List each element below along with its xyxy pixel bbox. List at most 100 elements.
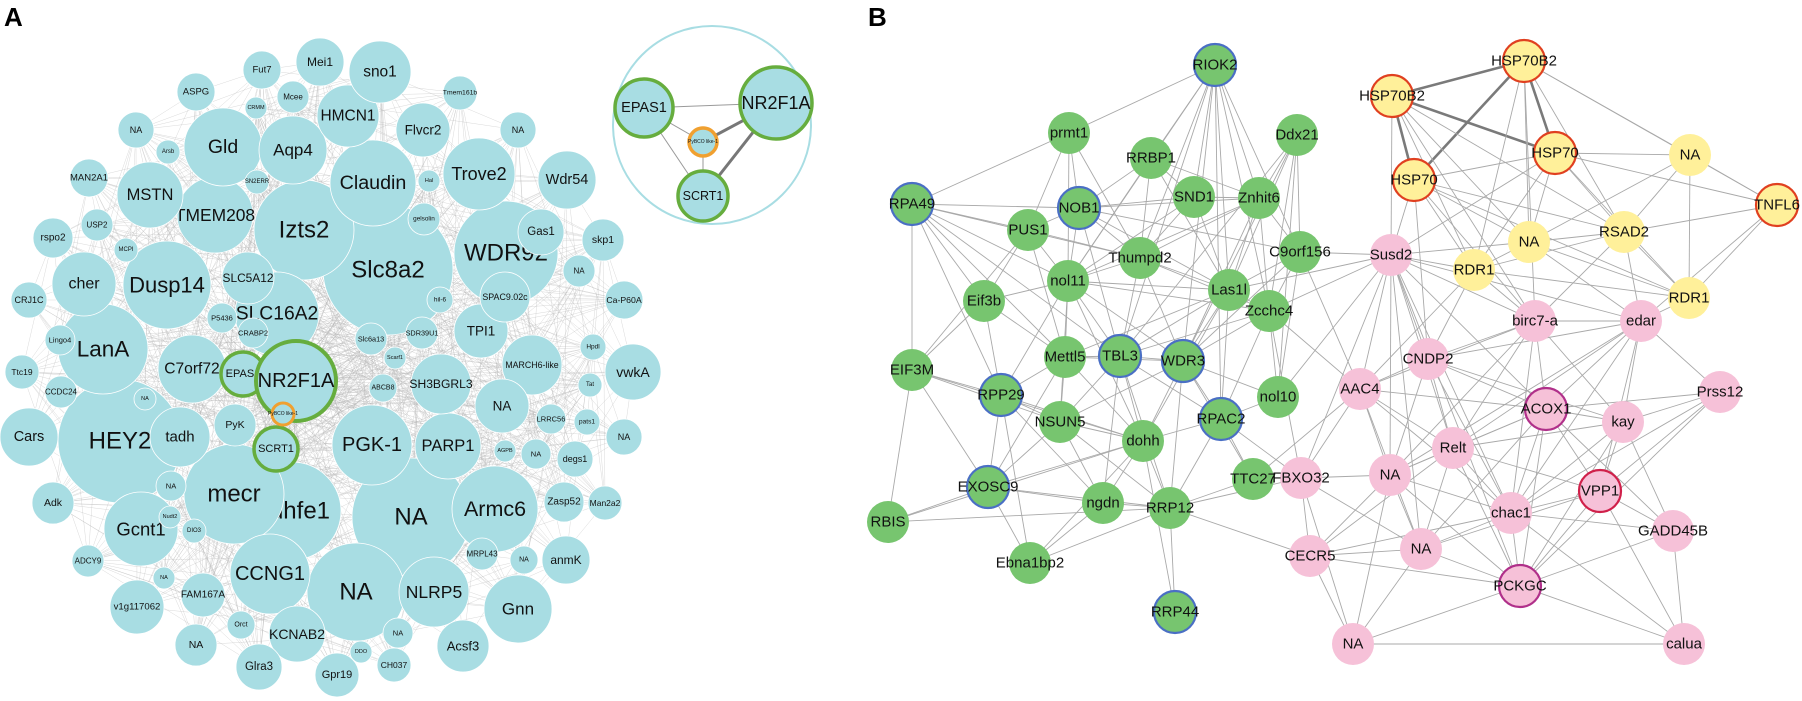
inset-node-circle — [613, 77, 675, 139]
panel-a-node-circle — [122, 240, 212, 330]
panel-b-node-label: AAC4 — [1340, 381, 1379, 398]
panel-b-node-label: TNFL6 — [1754, 197, 1800, 214]
panel-b-node: Ebna1bp2 — [996, 542, 1064, 584]
panel-a-node-label: Slc8a2 — [351, 257, 424, 284]
panel-a-node-label: USP2 — [87, 221, 108, 230]
panel-b-node-circle — [891, 349, 933, 391]
panel-b-edge — [1390, 254, 1536, 322]
panel-a-node: DIO3 — [181, 518, 207, 544]
panel-a-node-circle — [442, 137, 516, 211]
panel-a-node-circle — [314, 652, 360, 698]
panel-a-node-label: Man2a2 — [590, 498, 621, 508]
panel-b-edge — [1309, 447, 1454, 557]
panel-b-node: Relt — [1432, 427, 1474, 469]
panel-b-node-label: SND1 — [1174, 189, 1214, 206]
panel-b-node-label: ACOX1 — [1521, 401, 1572, 418]
panel-b-edge — [1067, 196, 1195, 282]
panel-a-node-circle — [152, 566, 176, 590]
panel-b-edge — [1119, 310, 1270, 357]
panel-b-edge — [1534, 320, 1624, 423]
panel-a-node-label: ASPG — [183, 87, 209, 98]
panel-b-edge — [1599, 391, 1721, 492]
panel-b-node-circle — [1248, 290, 1290, 332]
panel-a-node-label: NA — [189, 639, 204, 651]
panel-b-node-circle — [1391, 157, 1437, 203]
panel-a-node: Aqp4 — [258, 115, 328, 185]
panel-a-node-label: NA — [512, 125, 525, 135]
panel-b-node-label: NA — [1343, 636, 1364, 653]
panel-b-node: RPP29 — [977, 372, 1025, 418]
panel-b-node-label: Thumpd2 — [1108, 250, 1171, 267]
panel-a-node-label: ADCY9 — [75, 557, 102, 566]
panel-a-node: Orct — [226, 610, 256, 640]
panel-a-node-label: Glra3 — [245, 661, 273, 673]
panel-a-node-label: HEY2 — [89, 428, 152, 455]
panel-b-node-label: HSP70B2 — [1491, 53, 1557, 70]
panel-a-node: ADCY9 — [71, 544, 105, 578]
panel-b-edge — [1300, 254, 1392, 479]
panel-b-node-label: WDR3 — [1161, 353, 1205, 370]
panel-a-node-circle — [577, 372, 603, 398]
panel-b-edge — [1000, 394, 1104, 504]
panel-a-node-label: Gcnt1 — [116, 519, 165, 540]
panel-a-node-circle — [483, 574, 553, 644]
panel-a-node-circle — [604, 280, 644, 320]
panel-a-node: USP2 — [80, 208, 114, 242]
panel-b-edge — [911, 132, 1070, 205]
panel-a-node-label: NA — [394, 504, 427, 531]
panel-a-node: AGPB — [493, 439, 517, 463]
panel-a-node-circle — [221, 251, 275, 305]
panel-b-node-circle — [1577, 468, 1623, 514]
panel-a-node-label: C7orf72 — [164, 361, 219, 378]
panel-b-node-label: RIOK2 — [1192, 57, 1237, 74]
panel-b-node-circle — [1514, 300, 1556, 342]
panel-a-node: pats1 — [573, 408, 601, 436]
panel-b-node: HSP70 — [1390, 157, 1438, 203]
panel-b-node-circle — [1009, 542, 1051, 584]
panel-b-node: RRP12 — [1146, 487, 1194, 529]
panel-a-node-label: Dusp14 — [129, 273, 205, 298]
panel-a-node: ABCB8 — [368, 373, 398, 403]
panel-a-node-label: Claudin — [340, 172, 407, 194]
panel-a-node: rspo2 — [32, 217, 74, 259]
panel-b-edge — [887, 369, 913, 523]
panel-a-node-label: Arsb — [162, 149, 175, 155]
panel-b-edge — [1545, 391, 1721, 410]
panel-b-node-label: VPP1 — [1581, 483, 1619, 500]
panel-b-node-circle — [1663, 623, 1705, 665]
panel-a-node-label: PyK — [225, 419, 244, 431]
panel-b-node-label: CNDP2 — [1403, 351, 1454, 368]
panel-a-node-circle — [517, 208, 565, 256]
panel-a-node-circle — [436, 619, 490, 673]
panel-a-node-label: SN2ERR — [245, 179, 270, 185]
panel-a-node: Gas1 — [517, 208, 565, 256]
panel-b-edge — [1214, 64, 1301, 253]
panel-a-node-circle — [0, 407, 59, 467]
panel-b-edge — [1510, 320, 1536, 514]
panel-b-edge — [1510, 512, 1685, 645]
panel-a-node: tadh — [149, 406, 211, 468]
panel-a-node-label: Ttc19 — [11, 367, 33, 377]
panel-a-node-circle — [180, 572, 226, 618]
panel-a-node: Trove2 — [442, 137, 516, 211]
panel-b-node-circle — [1497, 563, 1543, 609]
panel-a-node-label: Slc6a13 — [358, 335, 384, 344]
panel-a-node: Slc8a2 — [322, 204, 454, 336]
panel-a-node-label: SH3BGRL3 — [409, 377, 472, 391]
panel-a-node-label: Nudt2 — [163, 514, 178, 520]
panel-a-node: NA — [499, 111, 537, 149]
panel-b-node-label: EIF3M — [890, 362, 934, 379]
panel-b-edge — [1027, 229, 1066, 358]
panel-a-node-label: NLRP5 — [406, 582, 462, 602]
panel-a-node: Wdr54 — [537, 150, 597, 210]
panel-a-node-label: PARP1 — [422, 437, 475, 455]
panel-a-node: MSTN — [116, 161, 184, 229]
panel-a-node-label: Aqp4 — [273, 141, 313, 160]
panel-a-node: Gcnt1 — [103, 491, 179, 567]
panel-a-node: Mei1 — [295, 37, 345, 87]
panel-a-node: SPAC9.02c — [479, 271, 531, 323]
panel-a-highlight-label: SCRT1 — [258, 443, 294, 455]
panel-a-node: NA — [562, 254, 596, 288]
